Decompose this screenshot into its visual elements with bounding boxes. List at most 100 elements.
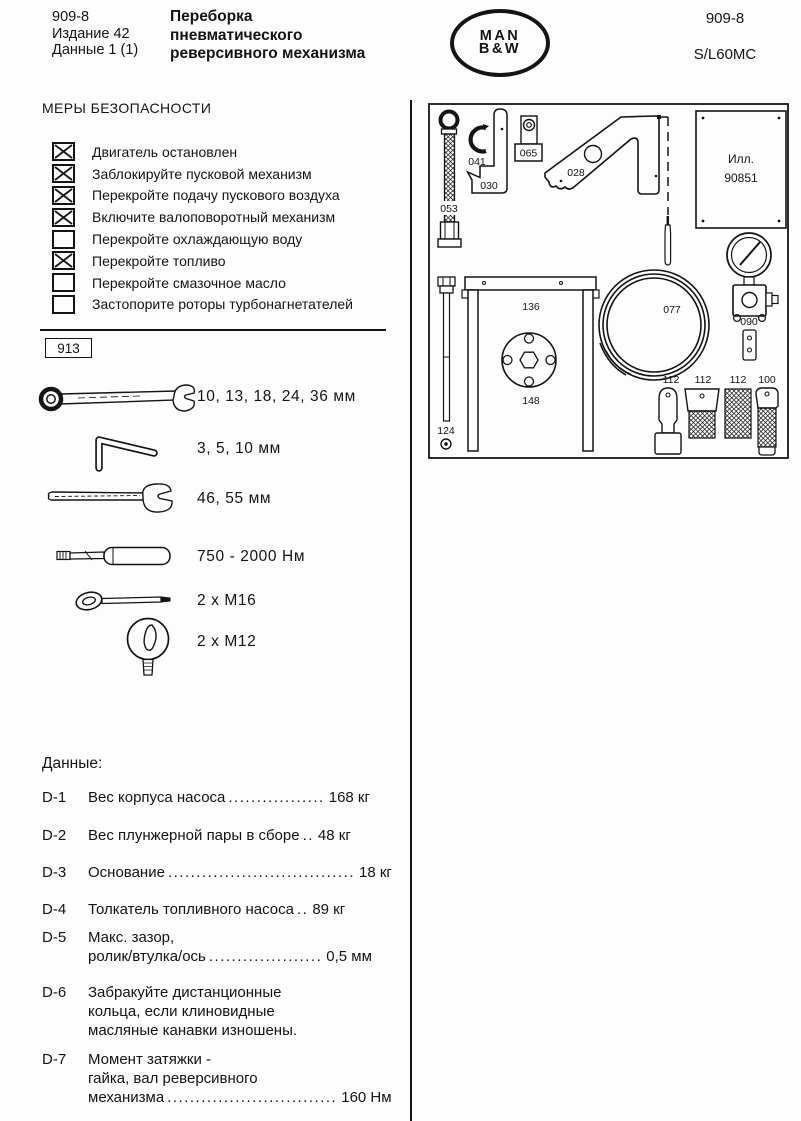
dotted-leader: .............................. [167,1089,338,1106]
man-bw-logo-text-2: B&W [478,41,522,57]
page-title-line-2: пневматического [170,26,303,44]
panel-tool-124-rod: 124 [437,276,456,450]
safety-item-label: Перекройте охлаждающую воду [92,231,303,248]
tool-group-code: 913 [57,340,80,356]
tool-size-label: 46, 55 мм [197,490,272,507]
panel-label-065: 065 [520,148,538,160]
safety-heading: МЕРЫ БЕЗОПАСНОСТИ [42,100,212,116]
open-end-wrench-icon [47,483,173,513]
safety-item-label: Перекройте подачу пускового воздуха [92,187,340,204]
safety-checkbox[interactable] [52,142,75,162]
tool-size-label: 2 x M12 [197,633,257,650]
data-row-label: механизма [88,1089,165,1106]
check-x-icon [54,166,73,181]
tool-group-code-box: 913 [45,338,92,358]
panel-label-077: 077 [663,304,681,316]
panel-label-090: 090 [740,316,758,328]
doc-data-ref: Данные 1 (1) [52,42,139,58]
panel-label-124: 124 [437,425,455,437]
illustration-ref-line-1: Илл. [728,152,754,166]
tool-size-label: 10, 13, 18, 24, 36 мм [197,388,356,405]
panel-tool-112-bush: 112 [684,374,720,439]
data-row: D-4 Толкатель топливного насоса..89 кг [42,900,400,919]
dotted-leader: ................................. [167,864,355,881]
safety-item-label: Перекройте смазочное масло [92,274,286,291]
panel-tool-112-pin: 112 [654,374,682,455]
panel-label-112c: 112 [730,374,747,386]
data-row-label: Толкатель топливного насоса [88,901,294,918]
data-row-id: D-1 [42,789,67,806]
engine-type: S/L60MC [693,46,757,63]
eye-bolt-icon [75,591,171,611]
dotted-leader: ................. [228,789,325,806]
panel-tool-148-flange: 148 [501,332,557,407]
safety-checkbox[interactable] [52,294,75,314]
data-row-id: D-7 [42,1051,67,1068]
panel-tool-030-plate: 030 [465,108,508,194]
panel-tool-090-gauge: 090 [726,232,779,361]
safety-item: Перекройте смазочное масло [52,272,353,294]
data-row-line: Вес корпуса насоса.................168 к… [88,788,400,807]
safety-checkbox[interactable] [52,185,75,205]
safety-item: Перекройте охлаждающую воду [52,228,353,250]
panel-tool-028-plate: 028 [544,115,660,195]
right-doc-number: 909-8 [705,10,745,27]
column-divider [410,100,412,1121]
page-title-line-3: реверсивного механизма [170,45,366,62]
panel-label-148: 148 [522,395,540,407]
safety-checkbox[interactable] [52,251,75,271]
data-row-line: гайка, вал реверсивного [88,1070,258,1087]
data-row: D-1 Вес корпуса насоса.................1… [42,788,400,807]
panel-label-028: 028 [567,167,585,179]
eye-nut-icon [126,617,170,676]
safety-item: Перекройте подачу пускового воздуха [52,185,353,207]
panel-tool-136-frame: 136 [461,276,600,452]
panel-label-030: 030 [480,180,498,192]
safety-item: Перекройте топливо [52,250,353,272]
panel-tool-pin [657,115,672,266]
safety-checkbox[interactable] [52,229,75,249]
doc-number: 909-8 [52,9,90,25]
data-row-line: ролик/втулка/ось....................0,5 … [88,947,400,966]
data-row-label: Вес плунжерной пары в сборе [88,827,300,844]
panel-tool-112-block: 112 [724,374,752,439]
data-row-line: Макс. зазор, [88,929,175,946]
doc-reference-block: 909-8 Издание 42 Данные 1 (1) [52,9,138,59]
data-row: D-5 Макс. зазор, ролик/втулка/ось.......… [42,928,400,966]
panel-tool-053-eyebolt: 053 [432,109,466,248]
data-row-value: 48 кг [317,827,351,844]
panel-tool-065-bracket: 065 [514,115,543,162]
data-row-label: ролик/втулка/ось [88,948,206,965]
safety-item: Заблокируйте пусковой механизм [52,163,353,185]
panel-tool-100-sleeve: 100 [755,374,779,456]
safety-item: Двигатель остановлен [52,141,353,163]
tool-size-label: 2 x M16 [197,592,257,609]
safety-checkbox[interactable] [52,273,75,293]
safety-item-label: Двигатель остановлен [92,143,238,160]
data-row-value: 89 кг [312,901,346,918]
data-row-line: Момент затяжки - [88,1051,212,1068]
tool-size-label: 3, 5, 10 мм [197,440,281,457]
data-row-line: кольца, если клиновидные [88,1003,275,1020]
safety-checkbox[interactable] [52,207,75,227]
dotted-leader: .................... [208,948,323,965]
page-title-line-1: Переборка [170,8,253,25]
man-bw-logo: MAN B&W [450,9,550,77]
safety-item-label: Перекройте топливо [92,252,226,269]
tool-size-label: 750 - 2000 Нм [197,548,306,565]
man-bw-logo-text-1: MAN [479,27,521,44]
illustration-ref-line-2: 90851 [724,171,758,185]
panel-label-112b: 112 [695,374,712,386]
check-x-icon [54,253,73,269]
data-row-value: 168 кг [328,789,370,806]
safety-item: Застопорите роторы турбонагнетателей [52,294,353,316]
safety-checkbox[interactable] [52,164,75,184]
data-row-id: D-3 [42,864,67,881]
safety-item-label: Заблокируйте пусковой механизм [92,165,312,182]
page-title: Переборка пневматического реверсивного м… [170,8,365,64]
data-row: D-6 Забракуйте дистанционные кольца, есл… [42,983,400,1040]
data-row-id: D-6 [42,984,67,1001]
tool-panel-illustration: 053 041 030 065 028 [428,103,789,459]
panel-label-053: 053 [440,203,458,215]
